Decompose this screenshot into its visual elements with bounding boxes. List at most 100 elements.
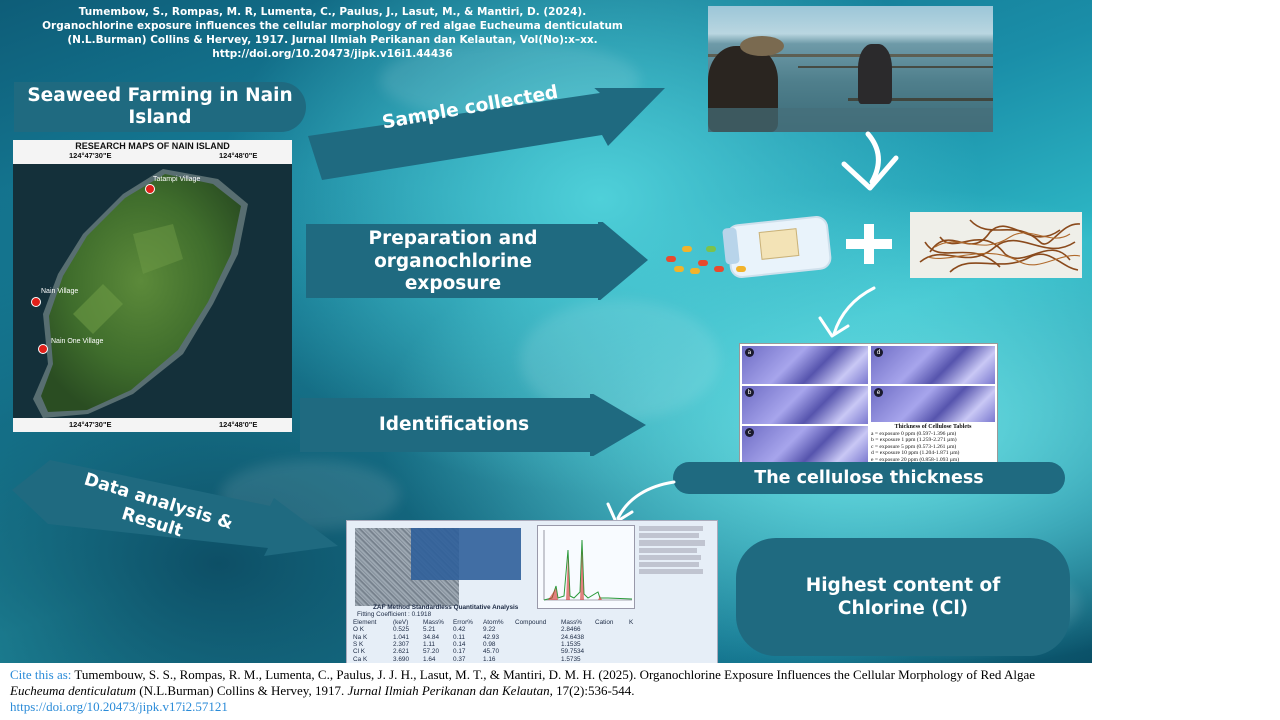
eds-cell: 0.37 bbox=[453, 655, 466, 663]
cite-journal: Jurnal Ilmiah Perikanan dan Kelautan, bbox=[347, 683, 553, 698]
eds-cell: 0.98 bbox=[483, 641, 496, 649]
map-coord: 124°48'0"E bbox=[219, 420, 258, 429]
sem-label: b bbox=[745, 388, 754, 397]
eds-cell: 24.6438 bbox=[561, 633, 585, 641]
highest-content-text: Highest content of Chlorine (Cl) bbox=[805, 575, 1001, 619]
highest-content-label: Highest content of Chlorine (Cl) bbox=[736, 538, 1070, 656]
eds-cell: 59.7534 bbox=[561, 648, 585, 656]
thickness-row: c = exposure 5 ppm (0.573-1.261 µm) bbox=[871, 443, 957, 450]
eds-cell bbox=[595, 648, 629, 655]
eds-cell bbox=[595, 641, 629, 648]
cellulose-thickness-text: The cellulose thickness bbox=[754, 468, 984, 488]
sem-label: d bbox=[874, 348, 883, 357]
map-coord: 124°48'0"E bbox=[219, 151, 258, 160]
eds-cell bbox=[595, 634, 629, 641]
thickness-row: e = exposure 20 ppm (0.858-1.093 µm) bbox=[871, 456, 960, 463]
eds-cell: 5.21 bbox=[423, 626, 436, 634]
eds-cell bbox=[515, 626, 561, 633]
eds-cell: 2.8466 bbox=[561, 626, 581, 634]
eds-cell bbox=[629, 656, 649, 663]
sem-micrographs: a d b e c Thickness of Cellulose Tablets… bbox=[739, 343, 998, 465]
sem-image: e bbox=[871, 386, 995, 422]
eds-cell: Cl K bbox=[353, 648, 366, 656]
eds-cell: Ca K bbox=[353, 655, 368, 663]
eds-col: Mass% bbox=[561, 618, 582, 626]
down-arrow-icon bbox=[841, 131, 899, 191]
eds-quant-table: ZAF Method Standardless Quantitative Ana… bbox=[353, 604, 713, 663]
eds-cell: 0.11 bbox=[453, 633, 465, 641]
eds-header-row: Element (keV) Mass% Error% Atom% Compoun… bbox=[353, 619, 713, 626]
eds-col: Element bbox=[353, 618, 377, 626]
village-marker bbox=[145, 184, 155, 194]
eds-cell: 1.1535 bbox=[561, 641, 581, 649]
eds-fitting-coefficient: Fitting Coefficient : 0.1918 bbox=[357, 611, 432, 619]
eds-cell: 3.690 bbox=[393, 655, 409, 663]
preparation-label: Preparation and organochlorine exposure bbox=[368, 228, 538, 294]
seaweed-farming-label: Seaweed Farming in Nain Island bbox=[14, 82, 306, 132]
eds-cell bbox=[629, 641, 649, 648]
eds-cell bbox=[515, 648, 561, 655]
eds-cell: 1.5735 bbox=[561, 655, 581, 663]
eds-cell: 42.93 bbox=[483, 633, 499, 641]
village-label: Tatampi Village bbox=[153, 176, 201, 183]
eds-cell: 2.621 bbox=[393, 648, 409, 656]
map-title: RESEARCH MAPS OF NAIN ISLAND bbox=[75, 141, 230, 151]
cite-text: 17(2):536-544. bbox=[552, 683, 635, 698]
header-citation: Tumembow, S., Rompas, M. R, Lumenta, C.,… bbox=[0, 5, 665, 61]
eds-cell bbox=[515, 641, 561, 648]
map-coord: 124°47'30"E bbox=[69, 151, 112, 160]
eds-cell bbox=[595, 626, 629, 633]
eds-col: Atom% bbox=[483, 618, 504, 626]
eds-cell: 34.84 bbox=[423, 633, 439, 641]
eds-cell: S K bbox=[353, 641, 364, 649]
sem-label: a bbox=[745, 348, 754, 357]
left-curve-arrow-icon bbox=[606, 480, 676, 524]
eds-cell: 1.11 bbox=[423, 641, 435, 649]
eds-cell bbox=[515, 656, 561, 663]
sem-label: e bbox=[874, 388, 883, 397]
village-marker bbox=[31, 297, 41, 307]
eds-table-row: O K 0.525 5.21 0.42 9.22 2.8466 bbox=[353, 626, 713, 633]
eds-spectrum bbox=[537, 525, 635, 609]
eds-cell bbox=[595, 656, 629, 663]
red-algae-photo bbox=[910, 212, 1082, 278]
eds-cell: 0.525 bbox=[393, 626, 409, 634]
eds-table-title: ZAF Method Standardless Quantitative Ana… bbox=[373, 604, 519, 611]
thickness-table: Thickness of Cellulose Tablets a = expos… bbox=[871, 424, 995, 464]
eds-cell: 0.17 bbox=[453, 648, 466, 656]
header-line: (N.L.Burman) Collins & Hervey, 1917. Jur… bbox=[67, 34, 598, 46]
eds-cell: 1.64 bbox=[423, 655, 436, 663]
identifications-arrow bbox=[300, 394, 646, 456]
thickness-table-title: Thickness of Cellulose Tablets bbox=[894, 424, 972, 430]
sem-parameters-panel bbox=[411, 528, 521, 580]
cite-text: (N.L.Burman) Collins & Hervey, 1917. bbox=[136, 683, 348, 698]
eds-col: Error% bbox=[453, 618, 473, 626]
sem-image: a bbox=[742, 346, 868, 384]
eds-cell: O K bbox=[353, 626, 365, 634]
citation-footer: Cite this as: Tumembouw, S. S., Rompas, … bbox=[10, 667, 1070, 715]
sem-label: c bbox=[745, 428, 754, 437]
cite-doi-link[interactable]: https://doi.org/10.20473/jipk.v17i2.5712… bbox=[10, 699, 228, 714]
eds-col: K bbox=[629, 618, 634, 626]
identifications-label: Identifications bbox=[378, 414, 530, 435]
sample-collected-arrow bbox=[308, 88, 665, 180]
cellulose-thickness-label: The cellulose thickness bbox=[673, 462, 1065, 494]
village-label: Nain Village bbox=[41, 288, 79, 295]
eds-cell: 0.14 bbox=[453, 641, 466, 649]
down-left-arrow-icon bbox=[818, 286, 876, 338]
eds-cell: 1.16 bbox=[483, 655, 496, 663]
eds-cell bbox=[629, 634, 649, 641]
eds-acquisition-info bbox=[639, 526, 711, 576]
header-line: http://doi.org/10.20473/jipk.v16i1.44436 bbox=[212, 48, 453, 60]
preparation-arrow bbox=[306, 222, 648, 300]
cite-text: Tumembouw, S. S., Rompas, R. M., Lumenta… bbox=[71, 667, 1035, 682]
cite-species: Eucheuma denticulatum bbox=[10, 683, 136, 698]
eds-cell bbox=[629, 648, 649, 655]
eds-table-row: Ca K 3.690 1.64 0.37 1.16 1.5735 bbox=[353, 656, 713, 663]
village-marker bbox=[38, 344, 48, 354]
eds-cell: 9.22 bbox=[483, 626, 496, 634]
eds-cell: 0.42 bbox=[453, 626, 466, 634]
